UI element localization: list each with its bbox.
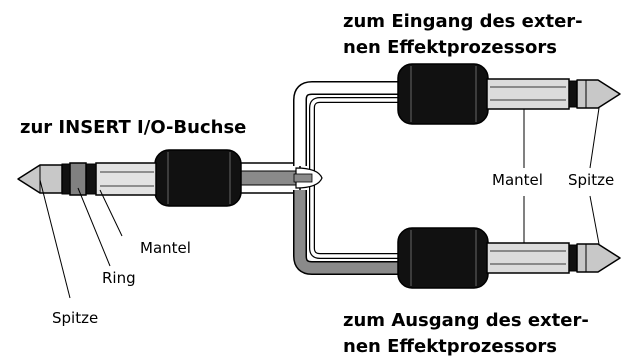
label-output-line1: zum Ausgang des exter- <box>343 310 589 331</box>
label-output-line2: nen Effektprozessors <box>343 336 557 357</box>
leader-mantel-left <box>99 189 123 237</box>
leader-spitze-left <box>39 179 71 299</box>
leader-ring <box>77 187 111 267</box>
ts-plug-upper <box>397 63 621 125</box>
trs-plug-left <box>17 149 242 207</box>
label-insert-jack: zur INSERT I/O-Buchse <box>20 117 246 138</box>
trunk-inner <box>237 170 301 186</box>
trs-ring <box>69 162 87 196</box>
ts-upper-tip <box>576 79 621 109</box>
label-input-line1: zum Eingang des exter- <box>343 11 583 32</box>
label-mantel-right: Mantel <box>492 171 543 189</box>
trs-sleeve <box>95 162 157 196</box>
label-mantel-left: Mantel <box>140 239 191 257</box>
ts-plug-lower <box>397 227 621 289</box>
label-spitze-left: Spitze <box>52 309 98 327</box>
leader-spitze-right-lower <box>589 195 600 245</box>
ts-lower-sleeve <box>486 242 570 274</box>
leader-spitze-right-upper <box>589 107 600 169</box>
label-input-line2: nen Effektprozessors <box>343 37 557 58</box>
ts-upper-sleeve <box>486 78 570 110</box>
ts-lower-tip <box>576 243 621 273</box>
y-cable <box>237 81 398 275</box>
leader-lines <box>39 107 600 299</box>
label-ring: Ring <box>102 269 136 287</box>
label-spitze-right: Spitze <box>568 171 614 189</box>
